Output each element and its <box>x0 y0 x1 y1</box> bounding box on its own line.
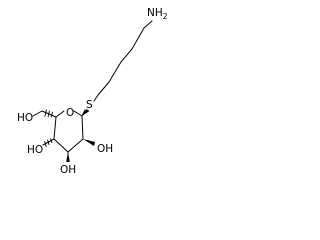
bond-c1-c2 <box>131 27 145 50</box>
c4-hydroxyl-label: HO <box>27 144 43 156</box>
wedge-bond-c3-o3 <box>66 152 70 162</box>
bond-c6-o6 <box>32 110 43 117</box>
hashed-bond-c4-o4 <box>44 138 53 148</box>
bond-c4-c3 <box>53 138 69 153</box>
structure-diagram: NH2 S O HO HO OH OH <box>17 7 168 176</box>
hexyl-chain <box>93 20 153 102</box>
bond-c2-c3 <box>67 138 84 153</box>
bond-c1-c2 <box>81 115 84 140</box>
amine-label: NH2 <box>147 7 168 21</box>
pyranose-ring <box>53 110 84 153</box>
c6-hydroxyl-label: HO <box>17 112 33 124</box>
hash-line <box>44 140 47 148</box>
bond-c4-c5 <box>97 81 110 96</box>
c2-hydroxyl-label: OH <box>97 143 113 155</box>
bond-c2-c3 <box>120 48 133 63</box>
bond-n-c1 <box>143 20 153 29</box>
hash-line <box>47 139 50 146</box>
bond-ring-o-c5 <box>55 110 65 118</box>
bond-c3-c4 <box>108 61 122 83</box>
hash-line <box>47 110 50 117</box>
hash-line <box>50 138 53 144</box>
bond-c5-c6 <box>93 94 99 102</box>
ring-oxygen-label: O <box>66 107 74 119</box>
bond-ring-o-c1 <box>73 110 83 117</box>
bond-c5-c4 <box>53 116 57 140</box>
c3-hydroxyl-label: OH <box>60 164 76 176</box>
wedge-bond-c2-o2 <box>83 139 95 146</box>
amine-subscript: 2 <box>163 12 168 21</box>
hash-line <box>50 111 53 118</box>
sulfur-label: S <box>86 99 93 111</box>
hash-line <box>44 109 47 117</box>
bond-s-anomeric <box>81 109 86 117</box>
hashed-bond-c5-c6 <box>44 109 53 118</box>
wedge-bond-c1-s <box>82 109 90 116</box>
